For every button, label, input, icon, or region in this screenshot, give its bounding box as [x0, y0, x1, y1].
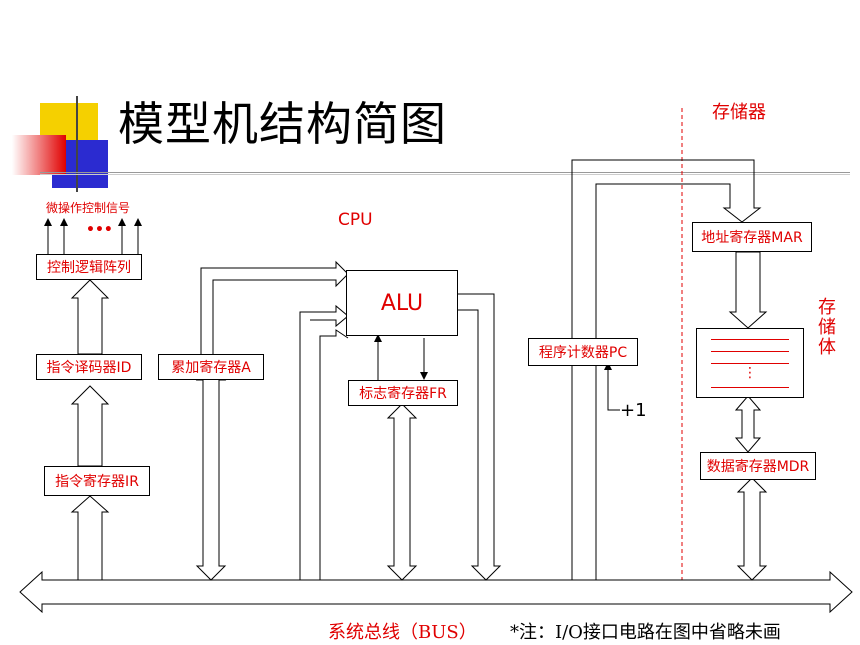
deco-horizontal-line-2 — [40, 174, 850, 175]
deco-square-red — [12, 135, 66, 175]
memory-row — [711, 339, 789, 340]
memory-dots: ⋮ — [743, 365, 757, 381]
storage-header: 存储器 — [712, 102, 766, 123]
storage-body-label: 存 储 体 — [818, 297, 836, 358]
memory-block: ⋮ — [696, 328, 804, 398]
deco-vertical-line — [76, 96, 78, 192]
accumulator-box: 累加寄存器A — [158, 354, 264, 380]
program-counter-box: 程序计数器PC — [528, 338, 638, 366]
bus-label: 系统总线（BUS） — [328, 622, 477, 643]
instruction-decoder-box: 指令译码器ID — [36, 354, 142, 380]
control-logic-box: 控制逻辑阵列 — [36, 254, 142, 280]
instruction-register-box: 指令寄存器IR — [44, 466, 150, 496]
note-label: *注：I/O接口电路在图中省略未画 — [510, 622, 781, 643]
cpu-label: CPU — [338, 210, 373, 230]
alu-box: ALU — [346, 270, 458, 336]
page-title: 模型机结构简图 — [118, 97, 447, 151]
memory-row — [711, 387, 789, 388]
memory-row — [711, 351, 789, 352]
memory-row — [711, 363, 789, 364]
mdr-box: 数据寄存器MDR — [700, 452, 816, 480]
control-dots: ••• — [86, 222, 113, 238]
flag-register-box: 标志寄存器FR — [348, 380, 458, 406]
mar-box: 地址寄存器MAR — [692, 222, 812, 252]
plus-one-label: +1 — [620, 400, 647, 421]
deco-horizontal-line — [40, 172, 850, 173]
micro-signals-label: 微操作控制信号 — [46, 201, 131, 215]
